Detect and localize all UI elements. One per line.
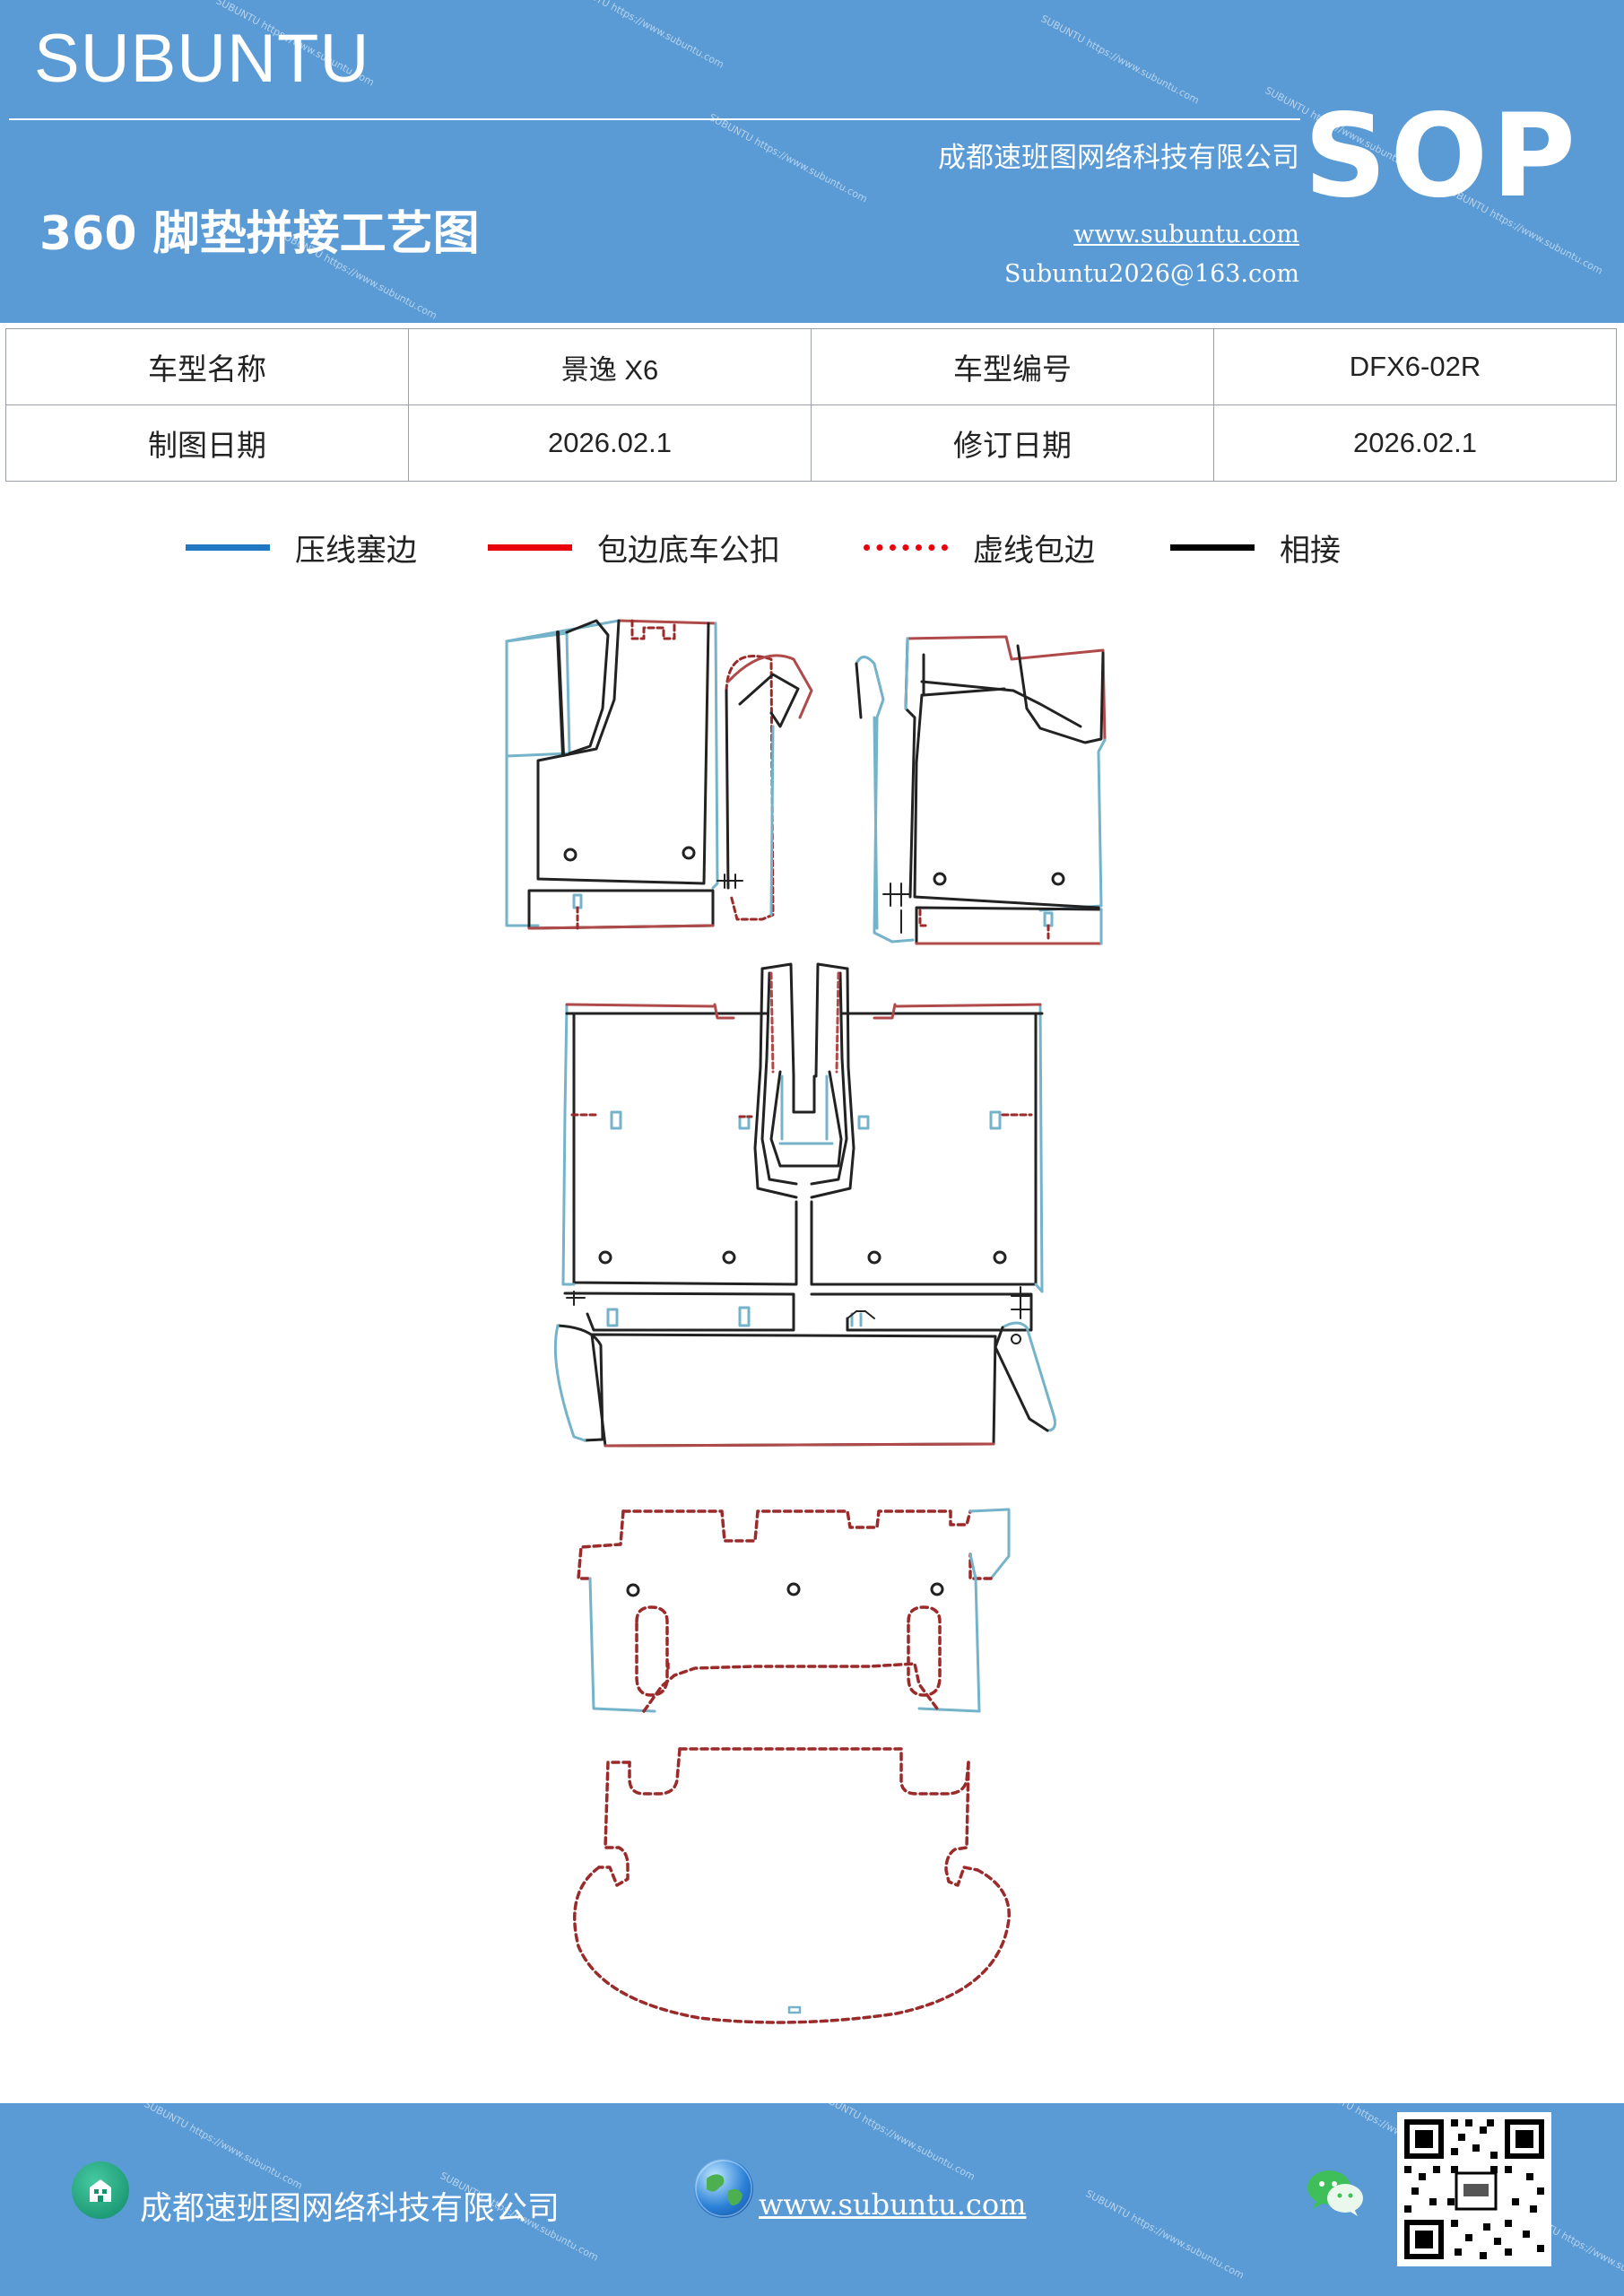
company-name: 成都速班图网络科技有限公司: [938, 142, 1299, 174]
table-cell-value: 2026.02.1: [408, 404, 812, 482]
legend-swatch-red-dotted: [864, 544, 948, 551]
rear-floor-mat: [553, 962, 1056, 1448]
watermark: SUBUNTU https://www.subuntu.com: [1038, 13, 1202, 107]
website-link[interactable]: www.subuntu.com: [1073, 221, 1299, 248]
rear-trunk-mat: [573, 1747, 1011, 2024]
legend-item: 虚线包边: [864, 525, 1095, 570]
header-divider: [9, 118, 1300, 120]
legend-swatch-black: [1170, 544, 1255, 551]
legend-item: 包边底车公扣: [488, 525, 780, 570]
table-cell-value: 景逸 X6: [408, 328, 812, 405]
qr-code-pattern: [1404, 2119, 1544, 2259]
table-row: 制图日期 2026.02.1 修订日期 2026.02.1: [5, 404, 1617, 482]
footer-website-link[interactable]: www.subuntu.com: [759, 2187, 1027, 2222]
front-left-mat: [505, 619, 813, 930]
qr-code[interactable]: [1397, 2112, 1551, 2266]
table-cell-label: 车型编号: [811, 328, 1214, 405]
wechat-icon[interactable]: [1304, 2166, 1367, 2220]
email-address: Subuntu2026@163.com: [1004, 260, 1299, 288]
footer-company-name: 成都速班图网络科技有限公司: [140, 2190, 560, 2227]
front-right-mat: [855, 635, 1107, 945]
watermark: SUBUNTU https://www.subuntu.com: [707, 111, 870, 205]
page-title: 360 脚垫拼接工艺图: [39, 207, 480, 261]
legend-label: 相接: [1280, 532, 1341, 569]
table-cell-value: DFX6-02R: [1213, 328, 1617, 405]
table-cell-value: 2026.02.1: [1213, 404, 1617, 482]
footer-banner: SUBUNTU https://www.subuntu.com SUBUNTU …: [0, 2103, 1624, 2296]
globe-icon: [694, 2159, 753, 2218]
legend-item: 压线塞边: [186, 525, 417, 570]
vehicle-info-table: 车型名称 景逸 X6 车型编号 DFX6-02R 制图日期 2026.02.1 …: [5, 328, 1617, 482]
legend-swatch-red: [488, 544, 572, 551]
header-banner: SUBUNTU https://www.subuntu.com SUBUNTU …: [0, 0, 1624, 323]
legend-swatch-blue: [186, 544, 270, 551]
legend-item: 相接: [1170, 525, 1341, 570]
middle-trunk-mat: [577, 1508, 1011, 1713]
legend-label: 压线塞边: [295, 532, 417, 569]
legend-label: 虚线包边: [973, 532, 1095, 569]
building-icon: [72, 2161, 129, 2219]
table-cell-label: 车型名称: [5, 328, 409, 405]
watermark: SUBUNTU https://www.subuntu.com: [563, 0, 726, 71]
table-cell-label: 修订日期: [811, 404, 1214, 482]
brand-name: SUBUNTU: [34, 21, 370, 97]
watermark: SUBUNTU https://www.subuntu.com: [142, 2103, 305, 2192]
sop-label: SOP: [1304, 90, 1579, 223]
floor-mat-splicing-diagram: [505, 619, 1107, 2024]
table-row: 车型名称 景逸 X6 车型编号 DFX6-02R: [5, 328, 1617, 405]
watermark: SUBUNTU https://www.subuntu.com: [814, 2103, 977, 2183]
legend-label: 包边底车公扣: [597, 532, 780, 569]
watermark: SUBUNTU https://www.subuntu.com: [1083, 2187, 1246, 2282]
line-legend: 压线塞边 包边底车公扣 虚线包边 相接: [0, 525, 1624, 570]
table-cell-label: 制图日期: [5, 404, 409, 482]
